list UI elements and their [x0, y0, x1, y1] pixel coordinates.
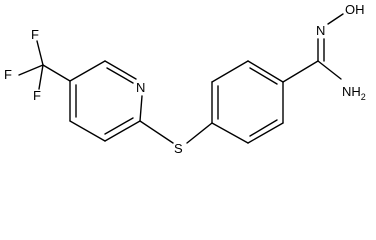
bond-c-f-top	[36, 40, 44, 66]
bond-py-c6-n1	[104, 60, 137, 80]
atom-nh2-subscript: 2	[361, 92, 366, 102]
bond-cf3-ring	[42, 64, 71, 82]
atom-n-oxime: N	[316, 23, 325, 38]
atom-f-left: F	[4, 67, 12, 82]
bond-py-double-3	[104, 117, 134, 135]
bond-bz-6	[211, 122, 249, 144]
trifluoromethyl-group	[18, 40, 71, 90]
atom-s-thioether: S	[174, 141, 183, 156]
bond-bz-2	[211, 60, 249, 83]
atom-nh2: NH2	[342, 84, 366, 102]
bond-py-double-2	[106, 67, 134, 84]
bond-bz-double-3	[249, 119, 278, 137]
bond-c-nh2	[317, 60, 342, 80]
bond-c-f-left	[18, 64, 44, 76]
atom-oh: OH	[345, 2, 365, 17]
atom-f-top: F	[31, 27, 39, 42]
amidoxime-group	[282, 13, 344, 83]
bond-bz-double-2	[249, 67, 278, 85]
bond-c2-s	[139, 120, 174, 144]
benzene-ring	[211, 60, 284, 144]
bond-ar-amidine-c	[282, 60, 319, 83]
bond-py-c3-c4	[69, 120, 106, 142]
bond-s-ar	[186, 122, 213, 144]
bond-py-n1-c2	[139, 95, 143, 122]
bond-n-o	[327, 13, 344, 25]
bond-bz-3	[247, 60, 284, 83]
atom-nh2-main: NH	[342, 84, 361, 99]
bond-py-c5-c6	[69, 60, 106, 82]
atom-f-bottom: F	[33, 88, 41, 103]
atom-n-pyridine: N	[136, 80, 145, 95]
chemical-structure: F F F N S N OH NH2	[4, 2, 366, 156]
bond-py-c2-c3	[104, 120, 141, 142]
pyridine-ring	[69, 60, 143, 142]
bond-bz-5	[247, 122, 284, 144]
bond-c-f-bottom	[38, 64, 44, 90]
structure-svg: F F F N S N OH NH2	[4, 2, 366, 156]
